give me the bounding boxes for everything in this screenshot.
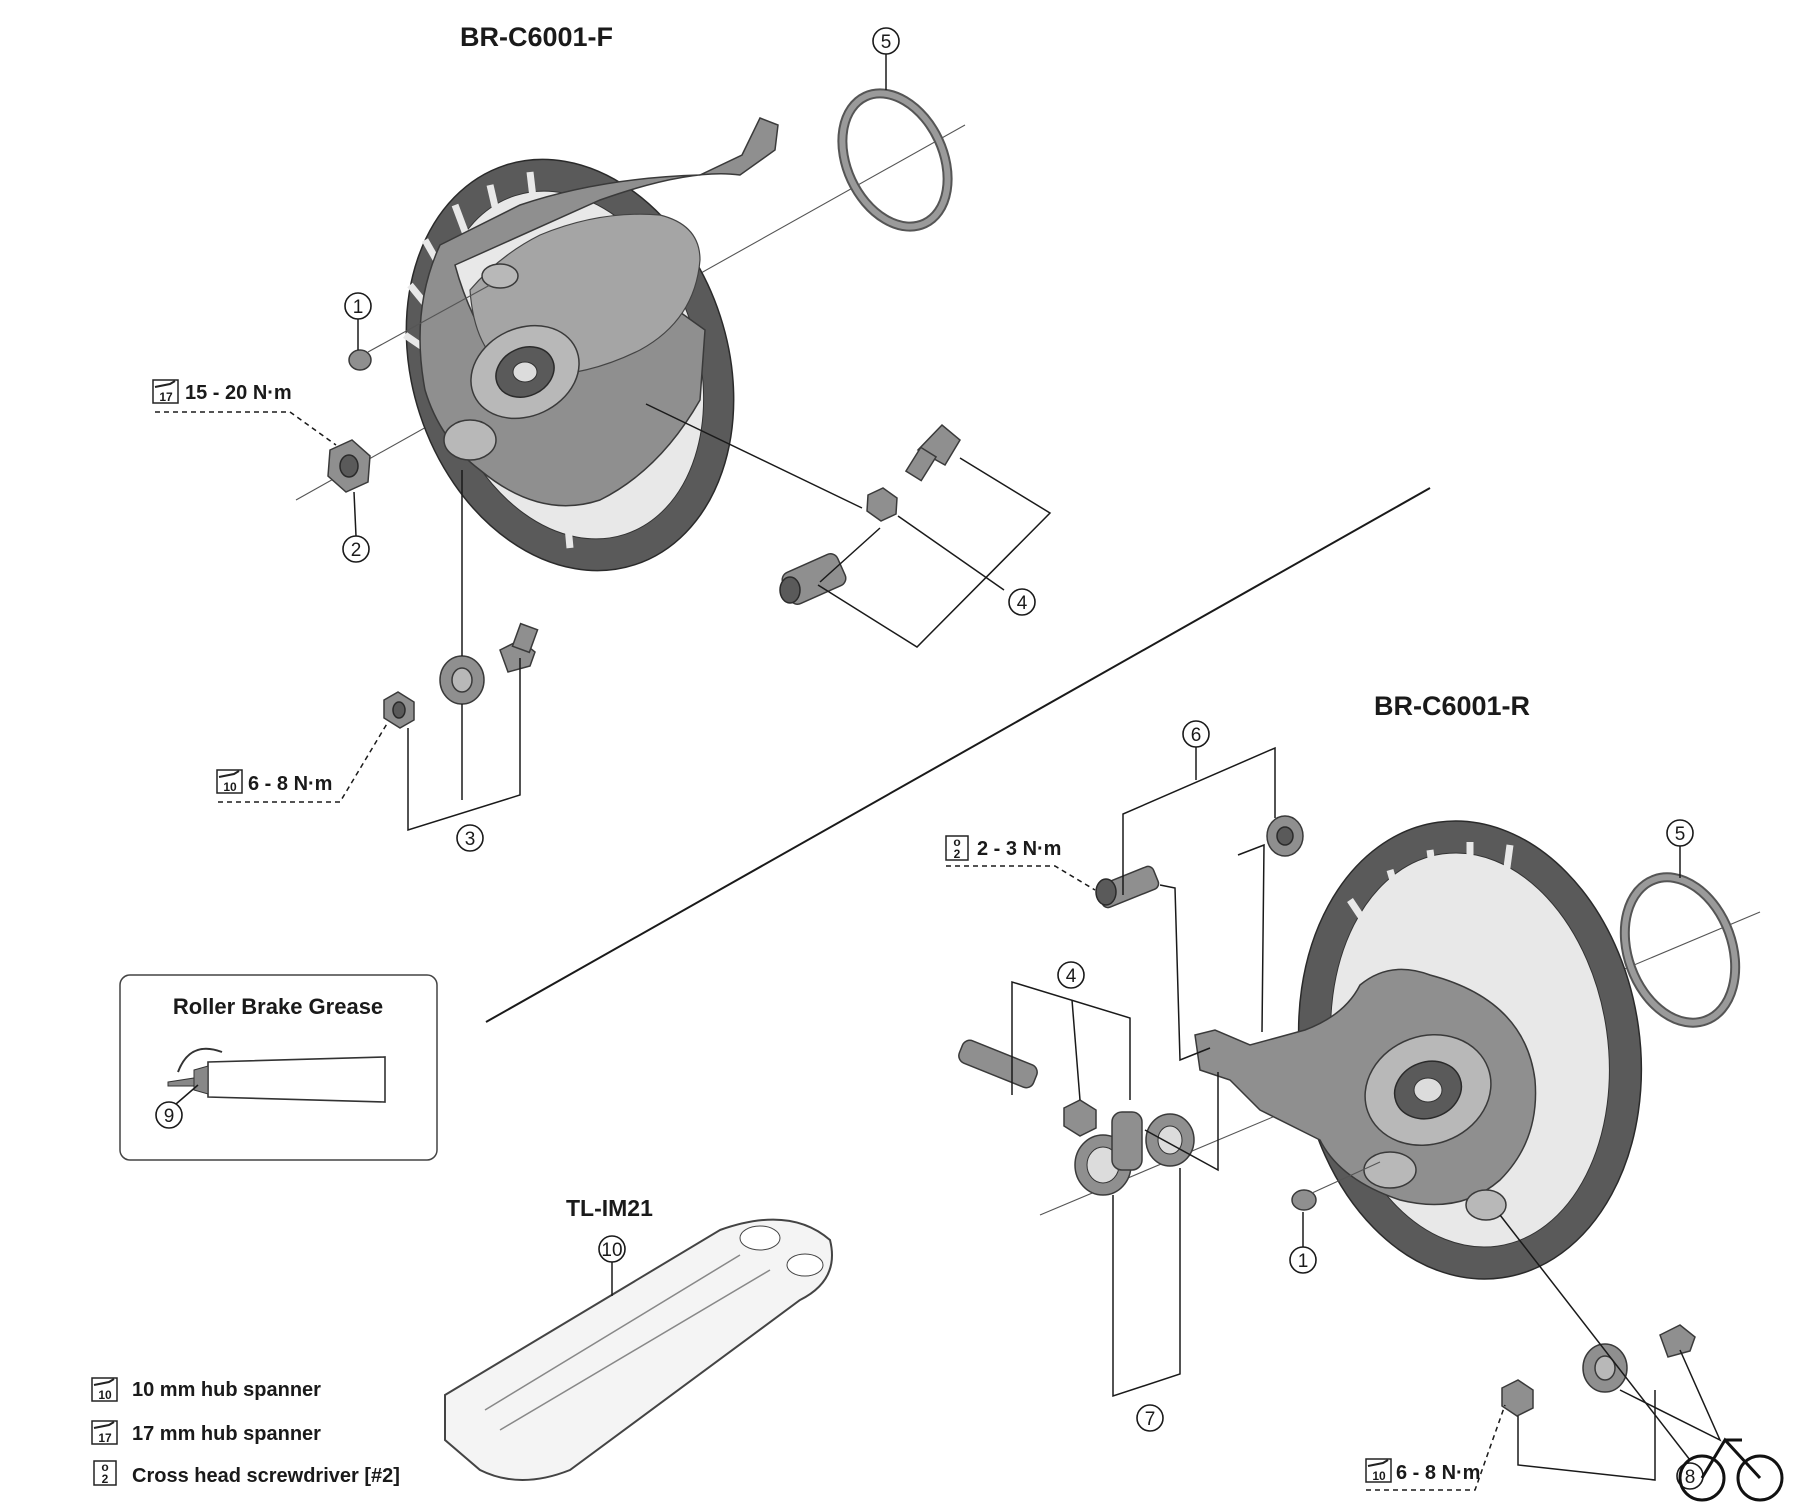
svg-text:7: 7 (1145, 1409, 1156, 1430)
callout-rear-1: 1 (1289, 1246, 1317, 1274)
svg-text:1: 1 (1298, 1251, 1309, 1272)
torque-rear-small-nut: 10 6 - 8 N·m (1365, 1404, 1506, 1491)
section-divider-line (485, 487, 1431, 1023)
svg-text:10: 10 (1372, 1469, 1386, 1483)
svg-text:o: o (953, 835, 960, 849)
svg-text:2: 2 (954, 847, 961, 861)
callout-front-3: 3 (456, 824, 484, 852)
torque-value: 2 - 3 N·m (977, 838, 1061, 860)
rear-axle-spacers (1074, 1113, 1195, 1196)
hub-spanner-icon: 10 (216, 769, 243, 794)
grease-box: Roller Brake Grease 9 (119, 974, 438, 1161)
rear-dust-cap (1291, 1189, 1317, 1211)
torque-value: 6 - 8 N·m (248, 773, 332, 795)
hub-spanner-icon: 10 (91, 1377, 118, 1402)
hub-spanner-tool-tl-im21 (444, 1218, 833, 1481)
torque-value: 15 - 20 N·m (185, 382, 292, 404)
torque-front-axle-nut: 17 15 - 20 N·m (152, 379, 337, 446)
front-dust-cap (348, 349, 372, 371)
svg-text:1: 1 (353, 297, 364, 318)
callout-tool-10: 10 (598, 1235, 626, 1263)
legend-label: 17 mm hub spanner (132, 1423, 321, 1445)
hub-spanner-icon: 17 (91, 1420, 118, 1445)
front-cable-anchor-set (779, 423, 961, 605)
callout-front-1: 1 (344, 292, 372, 320)
svg-text:9: 9 (164, 1106, 175, 1127)
svg-text:o: o (101, 1460, 108, 1474)
callout-rear-6: 6 (1182, 720, 1210, 748)
grease-tube-icon (167, 1047, 386, 1103)
callout-front-4: 4 (1008, 588, 1036, 616)
rear-cable-anchor-set (958, 1039, 1143, 1171)
legend-item-17mm: 17 17 mm hub spanner (91, 1420, 321, 1445)
grease-box-title: Roller Brake Grease (173, 994, 383, 1019)
svg-text:10: 10 (601, 1240, 622, 1261)
legend-item-screwdriver: o 2 Cross head screwdriver [#2] (93, 1460, 400, 1487)
front-lock-ring (837, 88, 953, 232)
svg-text:17: 17 (98, 1431, 112, 1445)
svg-text:6: 6 (1191, 725, 1202, 746)
front-mounting-hardware (383, 622, 539, 729)
hub-spanner-icon: 17 (152, 379, 179, 404)
callout-rear-5: 5 (1666, 819, 1694, 847)
svg-text:2: 2 (351, 540, 362, 561)
svg-text:10: 10 (223, 780, 237, 794)
grease-callout: 9 (155, 1101, 183, 1129)
callout-front-2: 2 (342, 535, 370, 563)
callout-rear-7: 7 (1136, 1404, 1164, 1432)
callout-rear-4: 4 (1057, 961, 1085, 989)
svg-text:5: 5 (1675, 824, 1686, 845)
svg-text:17: 17 (159, 390, 173, 404)
rear-brake-assembly (1039, 820, 1761, 1280)
svg-text:8: 8 (1685, 1467, 1696, 1488)
svg-text:2: 2 (102, 1472, 109, 1486)
svg-text:5: 5 (881, 32, 892, 53)
callout-front-5: 5 (872, 27, 900, 55)
screwdriver-icon: o 2 (93, 1460, 117, 1486)
svg-text:4: 4 (1066, 966, 1077, 987)
front-brake-assembly (295, 117, 966, 572)
tool-legend: 10 10 mm hub spanner 17 17 mm hub spanne… (91, 1377, 400, 1487)
legend-label: Cross head screwdriver [#2] (132, 1465, 400, 1487)
legend-item-10mm: 10 10 mm hub spanner (91, 1377, 321, 1402)
bicycle-logo-icon (1678, 1437, 1784, 1502)
svg-text:10: 10 (98, 1388, 112, 1402)
rear-mounting-hardware (1501, 1324, 1696, 1417)
screwdriver-icon: o 2 (945, 835, 969, 861)
torque-rear-bolt: o 2 2 - 3 N·m (945, 835, 1096, 891)
torque-front-small-nut: 10 6 - 8 N·m (216, 721, 389, 803)
legend-label: 10 mm hub spanner (132, 1379, 321, 1401)
tool-title: TL-IM21 (566, 1195, 653, 1221)
torque-value: 6 - 8 N·m (1396, 1462, 1480, 1484)
front-brake-title: BR-C6001-F (460, 22, 613, 52)
rear-bracket-hardware (1095, 815, 1304, 909)
svg-text:3: 3 (465, 829, 476, 850)
rear-brake-title: BR-C6001-R (1374, 691, 1530, 721)
hub-spanner-icon: 10 (1365, 1458, 1392, 1483)
rear-lock-ring (1619, 872, 1741, 1028)
svg-text:4: 4 (1017, 593, 1028, 614)
